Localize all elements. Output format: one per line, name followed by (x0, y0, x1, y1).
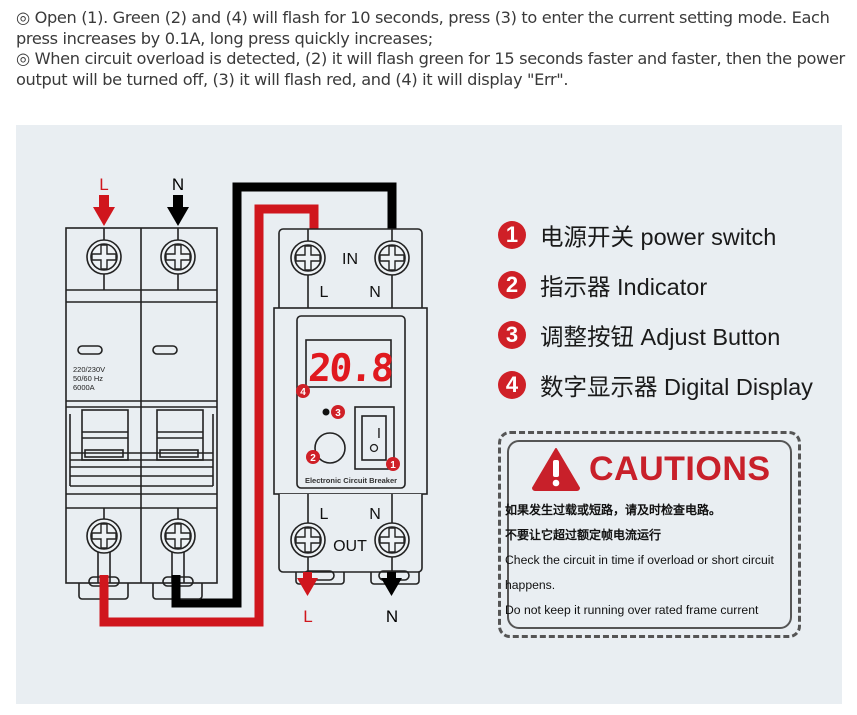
legend-label: 指示器 Indicator (540, 274, 708, 300)
legend-label: 电源开关 power switch (540, 224, 777, 250)
input-live-label: L (99, 175, 108, 194)
output-neutral-label: N (386, 607, 398, 626)
input-neutral-arrow-icon (167, 195, 189, 226)
legend-label: 数字显示器 Digital Display (540, 374, 813, 400)
legend-item-digital-display: 4 数字显示器 Digital Display (498, 360, 813, 410)
warning-triangle-icon (532, 448, 580, 491)
callout-switch: 1 (386, 457, 400, 471)
legend-item-power-switch: 1 电源开关 power switch (498, 210, 813, 260)
two-pole-breaker (65, 227, 218, 600)
output-live-label: L (303, 607, 312, 626)
out-live-label: L (320, 506, 329, 523)
out-neutral-label: N (369, 506, 381, 523)
caution-inner-border (507, 440, 792, 629)
caution-line: Check the circuit in time if overload or… (505, 553, 774, 567)
output-live-arrow-icon (297, 572, 318, 596)
breaker-rating-voltage: 220/230V (73, 365, 105, 374)
caution-line: 如果发生过载或短路，请及时检查电路。 (505, 503, 722, 517)
switch-off-symbol-icon (369, 443, 379, 453)
number-badge: 3 (498, 321, 526, 349)
in-live-label: L (320, 284, 329, 301)
instruction-paragraph-2: ◎ When circuit overload is detected, (2)… (16, 49, 845, 89)
number-badge: 1 (498, 221, 526, 249)
in-label: IN (342, 251, 358, 268)
instructions-text: ◎ Open (1). Green (2) and (4) will flash… (16, 8, 848, 90)
callout-indicator: 2 (306, 450, 320, 464)
breaker-rating-frequency: 50/60 Hz (73, 374, 103, 383)
caution-line: Do not keep it running over rated frame … (505, 603, 759, 617)
component-legend: 1 电源开关 power switch 2 指示器 Indicator 3 调整… (498, 210, 813, 410)
number-badge: 2 (498, 271, 526, 299)
terminal-screw-icon (374, 522, 410, 558)
legend-item-indicator: 2 指示器 Indicator (498, 260, 813, 310)
terminal-screw-icon (290, 522, 326, 558)
svg-text:3: 3 (335, 408, 341, 419)
number-badge: 4 (498, 371, 526, 399)
instruction-paragraph-1: ◎ Open (1). Green (2) and (4) will flash… (16, 8, 830, 48)
output-neutral-arrow-icon (381, 572, 402, 596)
caution-box: CAUTIONS 如果发生过载或短路，请及时检查电路。 不要让它超过额定帧电流运… (498, 431, 801, 638)
device-label: Electronic Circuit Breaker (305, 476, 397, 485)
in-neutral-label: N (369, 284, 381, 301)
legend-item-adjust-button: 3 调整按钮 Adjust Button (498, 310, 813, 360)
terminal-screw-icon (160, 518, 196, 554)
legend-label: 调整按钮 Adjust Button (540, 324, 781, 350)
caution-line: 不要让它超过额定帧电流运行 (505, 528, 662, 542)
callout-display: 4 (296, 384, 310, 398)
switch-on-symbol: I (377, 425, 381, 442)
caution-line: happens. (505, 578, 556, 592)
svg-text:2: 2 (310, 453, 316, 464)
out-label: OUT (333, 538, 367, 555)
adjust-button-dot-icon (322, 408, 330, 416)
svg-text:1: 1 (390, 460, 396, 471)
breaker-rating-capacity: 6000A (73, 383, 95, 392)
callout-button: 3 (331, 405, 345, 419)
caution-text: 如果发生过载或短路，请及时检查电路。 不要让它超过额定帧电流运行 Check t… (505, 498, 774, 623)
terminal-screw-icon (86, 239, 122, 275)
terminal-screw-icon (160, 239, 196, 275)
digital-display-value: 20.8 (307, 346, 394, 390)
terminal-screw-icon (290, 240, 326, 276)
caution-title: CAUTIONS (589, 449, 771, 488)
caution-header: CAUTIONS (531, 447, 771, 491)
terminal-screw-icon (86, 518, 122, 554)
input-live-arrow-icon (93, 195, 115, 226)
terminal-screw-icon (374, 240, 410, 276)
input-neutral-label: N (172, 175, 184, 194)
svg-text:4: 4 (300, 387, 306, 398)
